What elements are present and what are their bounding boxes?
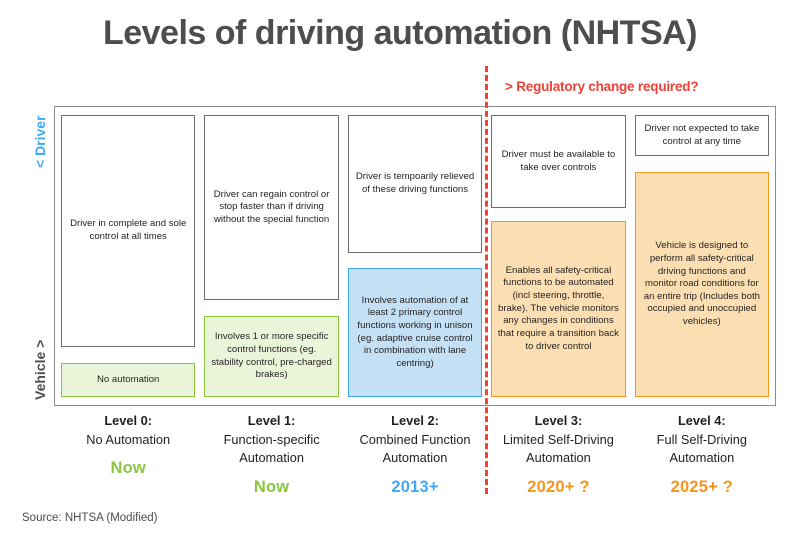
capability-box-1: Involves 1 or more specific control func… (204, 316, 339, 397)
capability-text-4: Vehicle is designed to perform all safet… (643, 240, 760, 328)
level-desc-4: Full Self-Driving Automation (656, 431, 747, 466)
driver-role-box-3: Driver must be available to take over co… (491, 115, 626, 208)
regulatory-divider-line (485, 66, 488, 494)
driver-role-text-4: Driver not expected to take control at a… (644, 122, 760, 147)
level-timing-2: 2013+ (391, 477, 439, 496)
driver-role-text-2: Driver is tempoarily relieved of these d… (355, 171, 475, 195)
driver-role-box-1: Driver can regain control or stop faster… (204, 115, 339, 300)
capability-text-3: Enables all safety-critical functions to… (497, 264, 619, 352)
level-column-1: Driver can regain control or stop faster… (204, 115, 339, 397)
level-column-2: Driver is tempoarily relieved of these d… (347, 115, 483, 397)
level-name-2: Level 2: (391, 413, 439, 428)
driver-role-box-2: Driver is tempoarily relieved of these d… (347, 115, 483, 253)
level-desc-2: Combined Function Automation (359, 431, 471, 466)
driver-role-text-1: Driver can regain control or stop faster… (213, 188, 330, 225)
driver-role-text-0: Driver in complete and sole control at a… (70, 218, 187, 242)
level-desc-1: Function-specific Automation (223, 431, 320, 466)
level-timing-3: 2020+ ? (527, 477, 590, 496)
level-name-4: Level 4: (677, 413, 726, 428)
level-timing-1: Now (253, 477, 290, 496)
level-column-0: Driver in complete and sole control at a… (61, 115, 196, 397)
automation-levels-grid: Driver in complete and sole control at a… (54, 106, 776, 406)
level-timing-4: 2025+ ? (670, 477, 734, 496)
level-name-0: Level 0: (104, 413, 153, 428)
driver-role-box-4: Driver not expected to take control at a… (634, 115, 770, 156)
driver-role-box-0: Driver in complete and sole control at a… (61, 115, 196, 347)
driver-role-text-3: Driver must be available to take over co… (501, 148, 616, 173)
axis-label-driver: < Driver (32, 115, 48, 168)
capability-box-3: Enables all safety-critical functions to… (491, 221, 626, 397)
capability-text-1: Involves 1 or more specific control func… (211, 331, 332, 381)
level-column-3: Driver must be available to take over co… (491, 115, 626, 397)
level-name-3: Level 3: (534, 413, 583, 428)
level-desc-0: No Automation (86, 431, 171, 447)
capability-box-0: No automation (61, 363, 196, 397)
level-label-1: Level 1: Function-specific Automation No… (204, 412, 338, 497)
capability-text-0: No automation (97, 373, 160, 385)
source-attribution: Source: NHTSA (Modified) (22, 512, 158, 524)
level-labels-row: Level 0: No Automation Now Level 1: Func… (54, 412, 776, 497)
regulatory-change-note: > Regulatory change required? (505, 79, 699, 94)
level-name-1: Level 1: (247, 413, 296, 428)
capability-box-4: Vehicle is designed to perform all safet… (634, 172, 770, 397)
level-column-4: Driver not expected to take control at a… (634, 115, 770, 397)
page-title: Levels of driving automation (NHTSA) (102, 14, 698, 52)
capability-box-2: Involves automation of at least 2 primar… (347, 268, 483, 397)
level-label-0: Level 0: No Automation Now (61, 412, 195, 497)
axis-label-vehicle: Vehicle > (32, 339, 48, 400)
capability-text-2: Involves automation of at least 2 primar… (357, 294, 473, 369)
level-label-2: Level 2: Combined Function Automation 20… (348, 412, 482, 497)
level-timing-0: Now (110, 459, 146, 478)
level-label-4: Level 4: Full Self-Driving Automation 20… (635, 412, 769, 497)
level-label-3: Level 3: Limited Self-Driving Automation… (491, 412, 625, 497)
level-desc-3: Limited Self-Driving Automation (502, 431, 614, 466)
chart-frame (54, 106, 776, 406)
